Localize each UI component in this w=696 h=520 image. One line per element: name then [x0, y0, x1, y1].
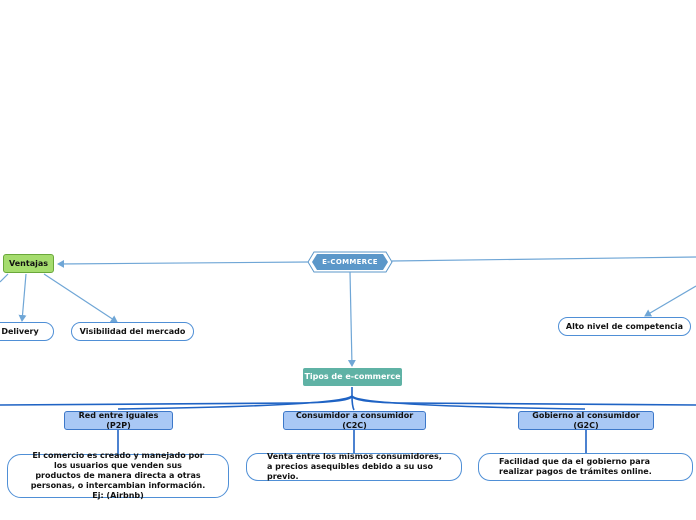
c2c-description[interactable]: Venta entre los mismos consumidores, a p…: [246, 452, 462, 481]
link-ventajas-delivery: [18, 273, 27, 322]
p2p-description[interactable]: El comercio es creado y manejado por los…: [7, 451, 229, 500]
link-root-right: [391, 256, 696, 262]
visibilidad-node[interactable]: Visibilidad del mercado: [71, 322, 194, 341]
g2c-description[interactable]: Facilidad que da el gobierno para realiz…: [478, 453, 693, 481]
root-node[interactable]: E-COMMERCE: [322, 257, 378, 266]
p2p-node[interactable]: Red entre iguales (P2P): [64, 411, 173, 430]
link-ventajas-left: [0, 273, 9, 283]
link-ventajas-visibilidad: [43, 273, 118, 323]
root-node-shape: [307, 251, 393, 273]
g2c-node[interactable]: Gobierno al consumidor (G2C): [518, 411, 654, 430]
c2c-node[interactable]: Consumidor a consumidor (C2C): [283, 411, 426, 430]
link-root-ventajas: [57, 259, 309, 268]
link-right-alto: [644, 285, 696, 317]
link-root-tipos: [347, 271, 356, 367]
tipos-branch-lines: [0, 387, 696, 454]
delivery-node[interactable]: Delivery: [0, 322, 54, 341]
ventajas-node[interactable]: Ventajas: [3, 254, 54, 273]
tipos-node[interactable]: Tipos de e-commerce: [303, 368, 402, 386]
alto-nivel-node[interactable]: Alto nivel de competencia: [558, 317, 691, 336]
